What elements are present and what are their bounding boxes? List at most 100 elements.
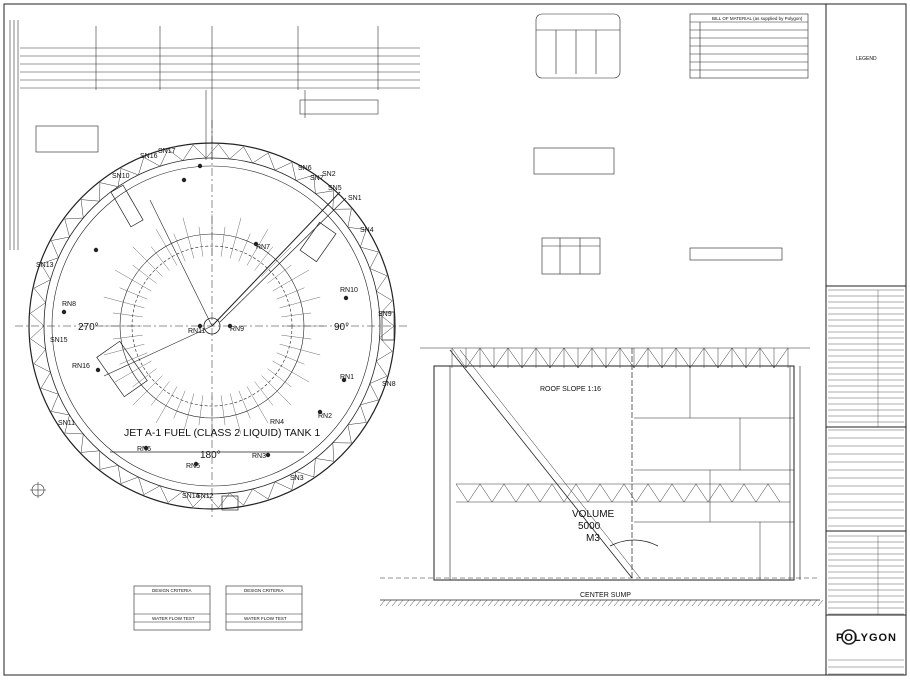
nozzle-dot: [253, 241, 259, 247]
legend-title: LEGEND: [856, 56, 877, 62]
hatch-line: [547, 599, 554, 607]
north-arrow: [30, 482, 46, 498]
hatch-line: [475, 599, 482, 607]
volume-unit: M3: [586, 533, 600, 544]
hatch-line: [517, 599, 524, 607]
hatch-line: [511, 599, 518, 607]
rn-labels: RN1 RN2 RN3 RN4 RN5 RN6 RN7 RN8 RN9 RN10…: [62, 244, 358, 470]
hatch-line: [541, 599, 548, 607]
floating-roof-truss: [455, 483, 790, 503]
hatch-line: [715, 599, 722, 607]
rafter: [132, 368, 157, 388]
rafter: [182, 393, 195, 435]
nozzle-dot: [317, 409, 323, 415]
sn-label: SN6: [298, 165, 312, 172]
sn-label: SN11: [58, 420, 75, 427]
water-flow-test-title: WATER FLOW TEST: [152, 616, 195, 621]
radial-rafters: [100, 214, 324, 438]
rn-label: RN5: [186, 463, 200, 470]
volume-label: VOLUME: [572, 509, 615, 520]
hatch-line: [439, 599, 446, 607]
sn-label: SN16: [140, 153, 158, 160]
rn-label: RN8: [62, 301, 76, 308]
center-sump-label: CENTER SUMP: [580, 592, 631, 599]
nozzle-dot: [93, 247, 99, 253]
rafter: [267, 264, 292, 284]
hatch-line: [493, 599, 500, 607]
nozzle-schedule-table: [535, 13, 621, 79]
rafter: [261, 375, 292, 406]
polygon-logo-mark: [841, 629, 857, 645]
hatch-line: [697, 599, 704, 607]
hatch-line: [637, 599, 644, 607]
rafter: [155, 386, 178, 424]
hatch-line: [787, 599, 794, 607]
nozzle-dot: [143, 445, 149, 451]
angle-270-label: 270°: [78, 322, 99, 333]
nozzle-dot: [227, 323, 233, 329]
hatch-line: [589, 599, 596, 607]
hatch-line: [691, 599, 698, 607]
nozzle-dot: [61, 309, 67, 315]
hatch-line: [655, 599, 662, 607]
rafter: [246, 228, 269, 266]
floating-truss-diagonals: [455, 483, 781, 503]
rafter: [173, 390, 186, 419]
hatch-line: [379, 599, 386, 607]
water-flow-test-title: WATER FLOW TEST: [244, 616, 287, 621]
rafter: [114, 269, 152, 292]
tank-elevation: [380, 347, 820, 601]
nozzle-dot: [95, 367, 101, 373]
hatch-line: [583, 599, 590, 607]
hatch-line: [445, 599, 452, 607]
hatch-line: [595, 599, 602, 607]
hatch-line: [673, 599, 680, 607]
nozzle-dot: [197, 163, 203, 169]
nozzle-dot: [343, 295, 349, 301]
hatch-line: [763, 599, 770, 607]
rafter: [261, 246, 292, 277]
rafter: [246, 386, 269, 424]
rafter: [276, 352, 305, 365]
hatch-line: [433, 599, 440, 607]
rafter: [132, 246, 163, 277]
hatch-line: [601, 599, 608, 607]
hatch-line: [457, 599, 464, 607]
sn-label: SN14: [182, 493, 200, 500]
hatch-line: [553, 599, 560, 607]
rafter: [150, 381, 170, 406]
hatch-line: [571, 599, 578, 607]
rafter: [114, 360, 152, 383]
hatch-line: [751, 599, 758, 607]
nozzle-dot: [181, 177, 187, 183]
hatch-line: [499, 599, 506, 607]
rafter: [281, 312, 312, 318]
rafter: [132, 264, 157, 284]
note-box: [689, 247, 783, 261]
sn-label: SN8: [382, 381, 396, 388]
hatch-line: [481, 599, 488, 607]
hatch-line: [403, 599, 410, 607]
hatch-line: [463, 599, 470, 607]
sn-label: SN4: [360, 227, 374, 234]
title-block-frame: [825, 3, 907, 676]
rafter: [276, 287, 305, 300]
left-margin-ticks: [9, 20, 19, 250]
rafter: [119, 287, 148, 300]
sn-label: SN17: [158, 148, 176, 155]
hatch-line: [817, 599, 824, 607]
rn-label: RN2: [318, 413, 332, 420]
hatch-line: [391, 599, 398, 607]
rafter: [254, 381, 274, 406]
nozzle-markers: [61, 163, 349, 467]
sn-label: SN2: [322, 171, 336, 178]
rn-label: RN6: [137, 446, 151, 453]
rn-label: RN9: [230, 326, 244, 333]
nozzle-dot: [265, 452, 271, 458]
rn-label: RN1: [340, 374, 354, 381]
rn-label: RN10: [340, 287, 358, 294]
rafter: [238, 390, 251, 419]
rn-label: RN11: [188, 328, 205, 335]
hatch-line: [469, 599, 476, 607]
